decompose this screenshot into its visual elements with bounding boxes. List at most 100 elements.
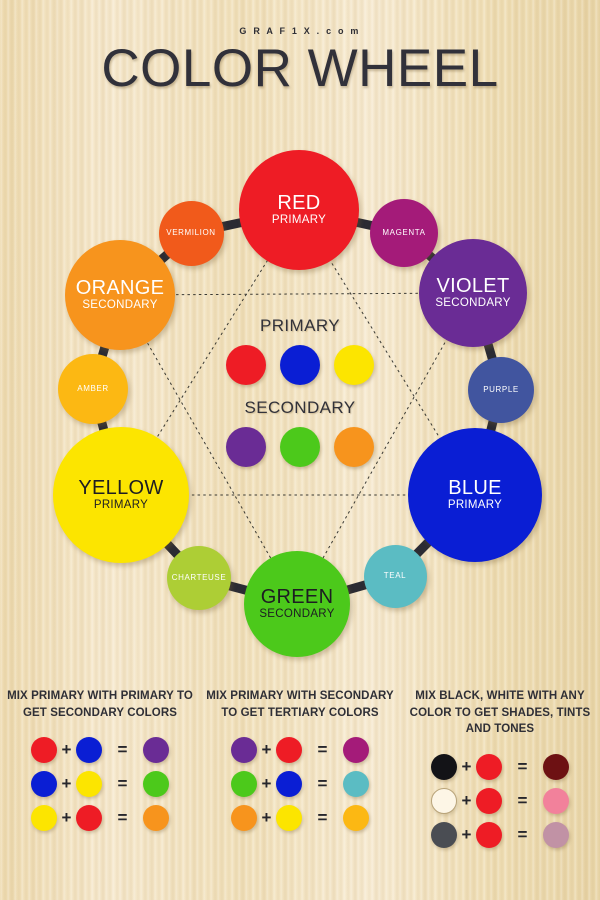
legend-swatch-secondary-2 — [334, 427, 374, 467]
mix-result — [143, 805, 169, 832]
plus-operator: + — [461, 791, 472, 811]
equals-operator: = — [117, 808, 128, 828]
mixing-panel-1: MIX PRIMARY WITH SECONDARY TO GET TERTIA… — [200, 688, 400, 900]
plus-operator: + — [61, 740, 72, 760]
mix-operand-a — [231, 771, 257, 798]
mixing-equation-row: += — [431, 784, 569, 818]
wheel-node-name: GREEN — [260, 586, 334, 609]
wheel-node-name: YELLOW — [78, 477, 164, 500]
legend-swatches-secondary — [0, 427, 600, 467]
mix-operand-a — [31, 737, 57, 764]
wheel-node-magenta[interactable]: MAGENTA — [370, 199, 438, 267]
wheel-node-name: TEAL — [383, 570, 407, 580]
plus-operator: + — [61, 774, 72, 794]
legend-swatch-primary-0 — [226, 345, 266, 385]
mixing-equations: +=+=+= — [31, 733, 169, 835]
wheel-node-name: ORANGE — [75, 277, 165, 300]
wheel-node-role: SECONDARY — [82, 298, 158, 311]
mixing-equation-row: += — [231, 767, 369, 801]
mix-operand-b — [276, 737, 302, 764]
primary-triangle — [120, 209, 476, 496]
wheel-guide-lines — [119, 209, 476, 606]
mix-operand-a — [231, 805, 257, 832]
mix-operand-a — [431, 822, 457, 849]
mixing-panel-heading: MIX BLACK, WHITE WITH ANY COLOR TO GET S… — [409, 690, 591, 736]
mixing-equation-row: += — [231, 733, 369, 767]
wheel-node-teal[interactable]: TEAL — [363, 544, 427, 608]
wheel-node-name: MAGENTA — [382, 227, 426, 237]
plus-operator: + — [61, 808, 72, 828]
mix-operand-a — [231, 737, 257, 764]
legend-swatch-primary-2 — [334, 345, 374, 385]
wheel-node-name: VERMILION — [166, 227, 216, 237]
mixing-equation-row: += — [31, 733, 169, 767]
wheel-node-name: RED — [277, 192, 321, 215]
mix-operand-b — [276, 771, 302, 798]
wheel-node-name: VIOLET — [436, 275, 510, 298]
mix-result — [543, 788, 569, 815]
secondary-triangle — [119, 292, 474, 606]
mixing-panels: MIX PRIMARY WITH PRIMARY TO GET SECONDAR… — [0, 688, 600, 900]
plus-operator: + — [461, 825, 472, 845]
page-title: COLOR WHEEL — [101, 39, 499, 98]
wheel-node-role: PRIMARY — [447, 498, 503, 511]
mixing-equation-row: += — [31, 767, 169, 801]
mix-result — [343, 737, 369, 764]
mix-operand-b — [76, 737, 102, 764]
equals-operator: = — [317, 774, 328, 794]
mix-operand-b — [476, 754, 502, 781]
wheel-node-vermilion[interactable]: VERMILION — [158, 200, 224, 266]
mixing-panel-heading: MIX PRIMARY WITH PRIMARY TO GET SECONDAR… — [7, 690, 193, 719]
equals-operator: = — [117, 740, 128, 760]
mix-result — [143, 771, 169, 798]
mix-operand-b — [476, 822, 502, 849]
mixing-equations: +=+=+= — [231, 733, 369, 835]
mix-operand-b — [276, 805, 302, 832]
mix-result — [343, 805, 369, 832]
wheel-node-name: AMBER — [77, 383, 109, 393]
wheel-node-role: PRIMARY — [271, 213, 327, 226]
wheel-node-amber[interactable]: AMBER — [58, 354, 128, 424]
equals-operator: = — [517, 791, 528, 811]
wheel-node-purple[interactable]: PURPLE — [468, 357, 534, 423]
legend-swatches-primary — [0, 345, 600, 385]
legend-swatch-secondary-1 — [280, 427, 320, 467]
mixing-equations: +=+=+= — [431, 750, 569, 852]
wheel-node-name: PURPLE — [483, 384, 519, 394]
mixing-equation-row: += — [431, 750, 569, 784]
equals-operator: = — [117, 774, 128, 794]
mixing-panel-2: MIX BLACK, WHITE WITH ANY COLOR TO GET S… — [400, 688, 600, 900]
wheel-node-role: SECONDARY — [259, 607, 335, 620]
mixing-equation-row: += — [431, 818, 569, 852]
mix-operand-a — [31, 805, 57, 832]
legend-swatch-secondary-0 — [226, 427, 266, 467]
mixing-panel-heading: MIX PRIMARY WITH SECONDARY TO GET TERTIA… — [206, 690, 394, 719]
mixing-panel-0: MIX PRIMARY WITH PRIMARY TO GET SECONDAR… — [0, 688, 200, 900]
plus-operator: + — [261, 808, 272, 828]
mixing-equation-row: += — [231, 801, 369, 835]
mix-operand-a — [431, 788, 457, 815]
mix-operand-b — [476, 788, 502, 815]
wheel-node-name: BLUE — [448, 477, 502, 500]
wheel-node-role: SECONDARY — [435, 296, 511, 309]
mix-result — [543, 822, 569, 849]
plus-operator: + — [461, 757, 472, 777]
wheel-node-role: PRIMARY — [93, 498, 149, 511]
mix-operand-b — [76, 805, 102, 832]
plus-operator: + — [261, 774, 272, 794]
mix-operand-a — [431, 754, 457, 781]
mix-operand-a — [31, 771, 57, 798]
wheel-node-charteuse[interactable]: CHARTEUSE — [167, 546, 231, 610]
equals-operator: = — [517, 757, 528, 777]
mix-operand-b — [76, 771, 102, 798]
equals-operator: = — [317, 808, 328, 828]
legend-title-primary: PRIMARY — [260, 316, 340, 335]
